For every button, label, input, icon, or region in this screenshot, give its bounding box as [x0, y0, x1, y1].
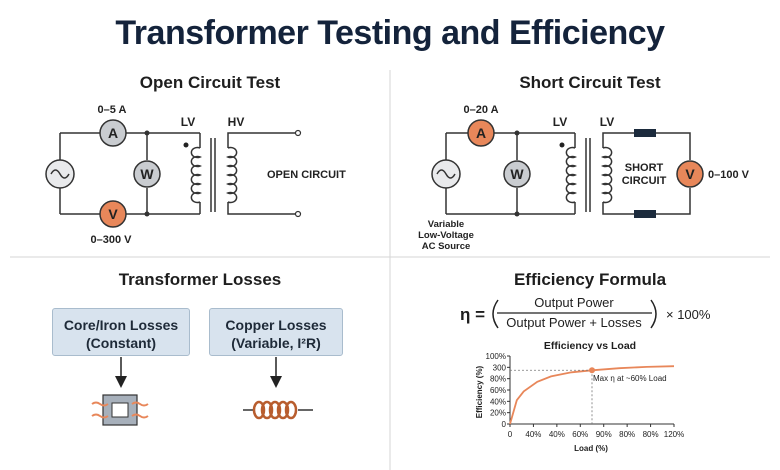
copper-losses-sublabel: (Variable, I²R): [231, 335, 321, 351]
chart-annotation: Max η at ~60% Load: [593, 374, 667, 383]
oc-ammeter-icon: A: [99, 119, 127, 147]
sc-wattmeter-icon: W: [503, 160, 531, 188]
core-losses-label: Core/Iron Losses: [63, 317, 179, 333]
sc-source-label-3: AC Source: [422, 241, 471, 252]
formula-denominator: Output Power + Losses: [506, 315, 642, 330]
x-tick-label: 40%: [549, 430, 565, 439]
oc-terminal-top: [294, 129, 302, 137]
x-tick-label: 90%: [596, 430, 612, 439]
efficiency-curve: [509, 365, 675, 425]
sc-voltmeter-label: V: [685, 166, 695, 182]
copper-losses-label: Copper Losses: [225, 317, 327, 333]
sc-ac-source-icon: [431, 159, 461, 189]
sc-dot-icon: [559, 142, 565, 148]
sc-ammeter-range: 0–20 A: [463, 104, 498, 116]
oc-junction-1: [144, 130, 150, 136]
sc-ammeter-icon: A: [467, 119, 495, 147]
iron-core-icon: [91, 394, 149, 426]
y-tick-label: 80%: [490, 375, 506, 384]
x-tick-label: 0: [508, 430, 513, 439]
x-tick-label: 60%: [572, 430, 588, 439]
oc-junction-2: [144, 211, 150, 217]
core-losses-sublabel: (Constant): [86, 335, 156, 351]
formula-multiplier: × 100%: [666, 307, 711, 322]
y-tick-label: 100%: [486, 352, 506, 361]
y-tick-label: 20%: [490, 409, 506, 418]
y-tick-label: 300: [493, 363, 507, 372]
sc-lv-label-2: LV: [600, 115, 614, 129]
short-circuit-title: Short Circuit Test: [519, 73, 661, 92]
sc-wattmeter-label: W: [510, 166, 524, 182]
x-tick-label: 120%: [664, 430, 684, 439]
oc-hv-label: HV: [228, 115, 245, 129]
sc-short-label-1: SHORT: [625, 162, 664, 174]
efficiency-chart: Efficiency vs Load Load (%) Efficiency (…: [475, 340, 684, 453]
formula-numerator: Output Power: [534, 295, 614, 310]
y-tick-label: 40%: [490, 397, 506, 406]
sc-voltmeter-icon: V: [676, 160, 704, 188]
sc-source-label-2: Low-Voltage: [418, 230, 474, 241]
open-circuit-title: Open Circuit Test: [139, 73, 281, 92]
chart-xlabel: Load (%): [574, 444, 608, 453]
sc-junction-1: [514, 130, 520, 136]
oc-wattmeter-label: W: [140, 166, 154, 182]
open-circuit-label: OPEN CIRCUIT: [267, 169, 346, 181]
oc-ac-source-icon: [45, 159, 75, 189]
eta-symbol: η =: [460, 305, 485, 324]
max-efficiency-point: [589, 367, 595, 374]
sc-shorting-bar-bottom: [634, 210, 656, 218]
x-tick-label: 80%: [619, 430, 635, 439]
page-title: Transformer Testing and Efficiency: [115, 14, 665, 52]
sc-shorting-bar-top: [634, 129, 656, 137]
sc-short-label-2: CIRCUIT: [622, 175, 667, 187]
oc-lv-label: LV: [181, 115, 195, 129]
copper-coil-icon: [243, 400, 313, 420]
oc-wattmeter-icon: W: [133, 160, 161, 188]
x-tick-label: 40%: [525, 430, 541, 439]
sc-source-label-1: Variable: [428, 219, 464, 230]
chart-title: Efficiency vs Load: [544, 340, 636, 352]
x-tick-label: 80%: [643, 430, 659, 439]
oc-ammeter-label: A: [108, 125, 118, 141]
sc-voltmeter-range: 0–100 V: [708, 169, 750, 181]
core-losses-box: Core/Iron Losses (Constant): [52, 308, 190, 356]
oc-voltmeter-label: V: [108, 206, 118, 222]
open-circuit-diagram: [59, 132, 296, 215]
transformer-losses-title: Transformer Losses: [118, 270, 282, 289]
oc-ammeter-range: 0–5 A: [98, 104, 127, 116]
sc-ammeter-label: A: [476, 125, 486, 141]
sc-lv-label-1: LV: [553, 115, 567, 129]
oc-terminal-bottom: [294, 210, 302, 218]
efficiency-formula: η = Output Power Output Power + Losses ×…: [460, 295, 711, 330]
y-tick-label: 0: [502, 420, 507, 429]
oc-dot-icon: [183, 142, 189, 148]
copper-losses-box: Copper Losses (Variable, I²R): [209, 308, 343, 356]
oc-voltmeter-icon: V: [99, 200, 127, 228]
efficiency-formula-title: Efficiency Formula: [513, 270, 667, 289]
sc-junction-2: [514, 211, 520, 217]
oc-voltmeter-range: 0–300 V: [91, 234, 133, 246]
y-tick-label: 60%: [490, 386, 506, 395]
chart-ylabel: Efficiency (%): [475, 365, 484, 418]
